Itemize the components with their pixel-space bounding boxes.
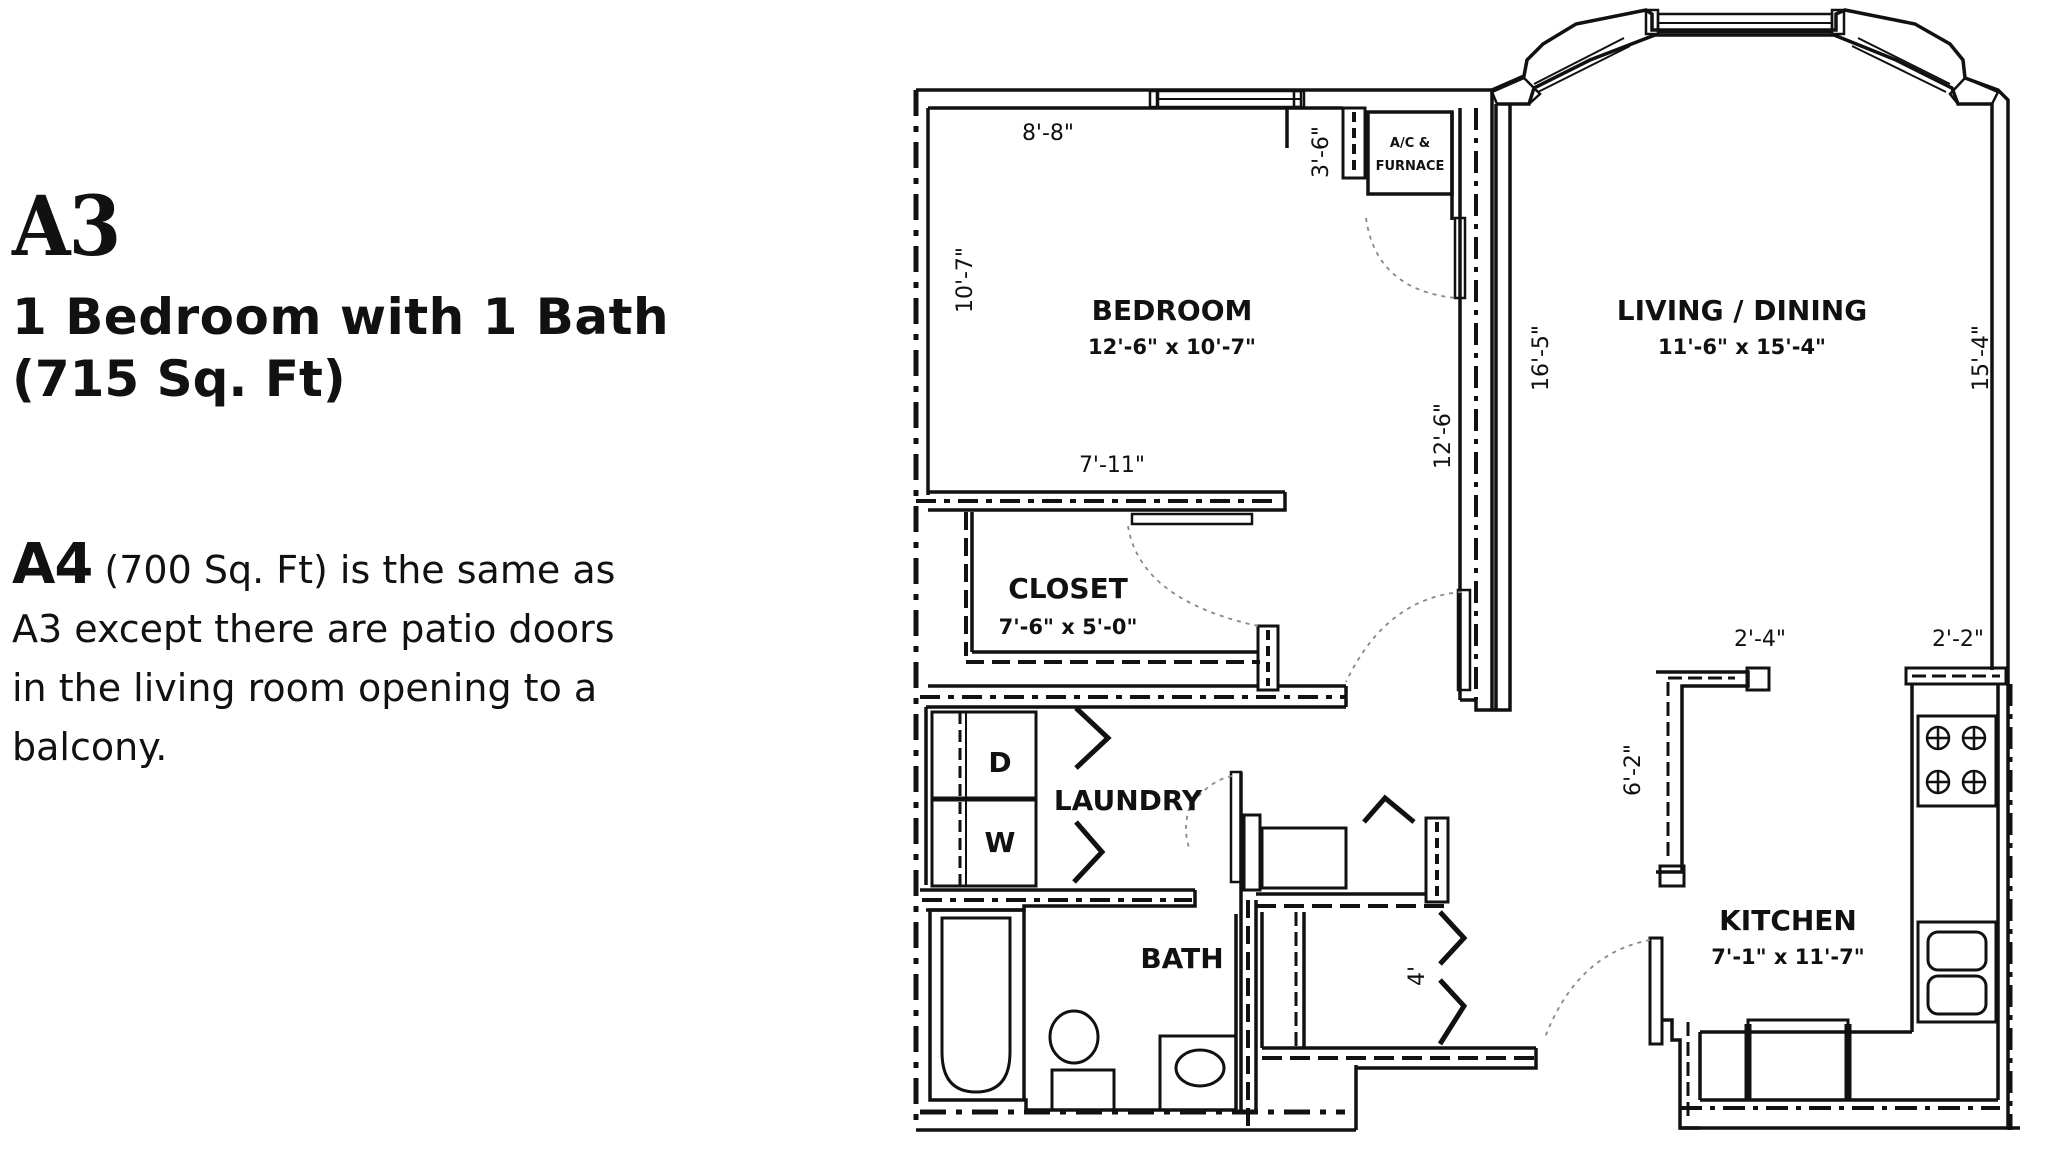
washer-label: W	[985, 826, 1016, 859]
kitchen-label: KITCHEN	[1719, 904, 1857, 937]
dim-bedroom-bottom: 7'-11"	[1079, 453, 1145, 478]
unit-sqft: (715 Sq. Ft)	[12, 350, 346, 408]
living-dining-label: LIVING / DINING	[1617, 294, 1867, 327]
alt-line-1: A4 (700 Sq. Ft) is the same as	[12, 535, 812, 600]
ac-label-line2: FURNACE	[1376, 159, 1445, 174]
bedroom-closet-wall	[916, 490, 1348, 709]
dim-ac-closet: 3'-6"	[1309, 126, 1334, 178]
exterior-walls	[913, 88, 1492, 1132]
dim-peninsula-side: 6'-2"	[1621, 744, 1646, 796]
dim-bedroom-top: 8'-8"	[1022, 121, 1074, 146]
alt-line-2: A3 except there are patio doors	[12, 607, 615, 651]
bedroom-dims: 12'-6" x 10'-7"	[1088, 335, 1256, 359]
unit-code: A3	[12, 179, 121, 275]
dryer-label: D	[988, 746, 1011, 779]
dim-living-right: 15'-4"	[1969, 325, 1994, 391]
dim-kitchen-wall: 2'-2"	[1932, 627, 1984, 652]
door-swings	[1127, 217, 1651, 1041]
alt-unit-code: A4	[12, 532, 93, 597]
dim-linen-closet: 4'	[1405, 966, 1430, 986]
alternate-unit-description: A4 (700 Sq. Ft) is the same as A3 except…	[12, 535, 812, 777]
alt-line-4: balcony.	[12, 725, 168, 769]
bedroom-hall-wall	[1453, 90, 1512, 712]
dim-hall-wall: 12'-6"	[1431, 403, 1456, 469]
ac-label-line1: A/C &	[1390, 136, 1430, 151]
alt-line-1-text: (700 Sq. Ft) is the same as	[92, 548, 616, 592]
stove-burners-icon	[1925, 725, 1987, 795]
closet-dims: 7'-6" x 5'-0"	[999, 615, 1138, 639]
bay-window	[1490, 8, 2010, 1128]
linen-closets	[1242, 794, 1538, 1128]
laundry-label: LAUNDRY	[1054, 784, 1203, 817]
bedroom-label: BEDROOM	[1092, 294, 1253, 327]
alt-line-3: in the living room opening to a	[12, 666, 598, 710]
bath-area	[928, 770, 1243, 1112]
living-dining-dims: 11'-6" x 15'-4"	[1658, 335, 1826, 359]
closet-label: CLOSET	[1008, 572, 1128, 605]
bath-label: BATH	[1140, 942, 1223, 975]
dim-bedroom-left: 10'-7"	[953, 247, 978, 313]
kitchen-area	[1648, 666, 2020, 1130]
kitchen-dims: 7'-1" x 11'-7"	[1711, 945, 1864, 969]
dim-living-left: 16'-5"	[1529, 325, 1554, 391]
ac-furnace-closet	[1285, 106, 1454, 220]
dim-peninsula-top: 2'-4"	[1734, 627, 1786, 652]
unit-type: 1 Bedroom with 1 Bath	[12, 288, 670, 346]
